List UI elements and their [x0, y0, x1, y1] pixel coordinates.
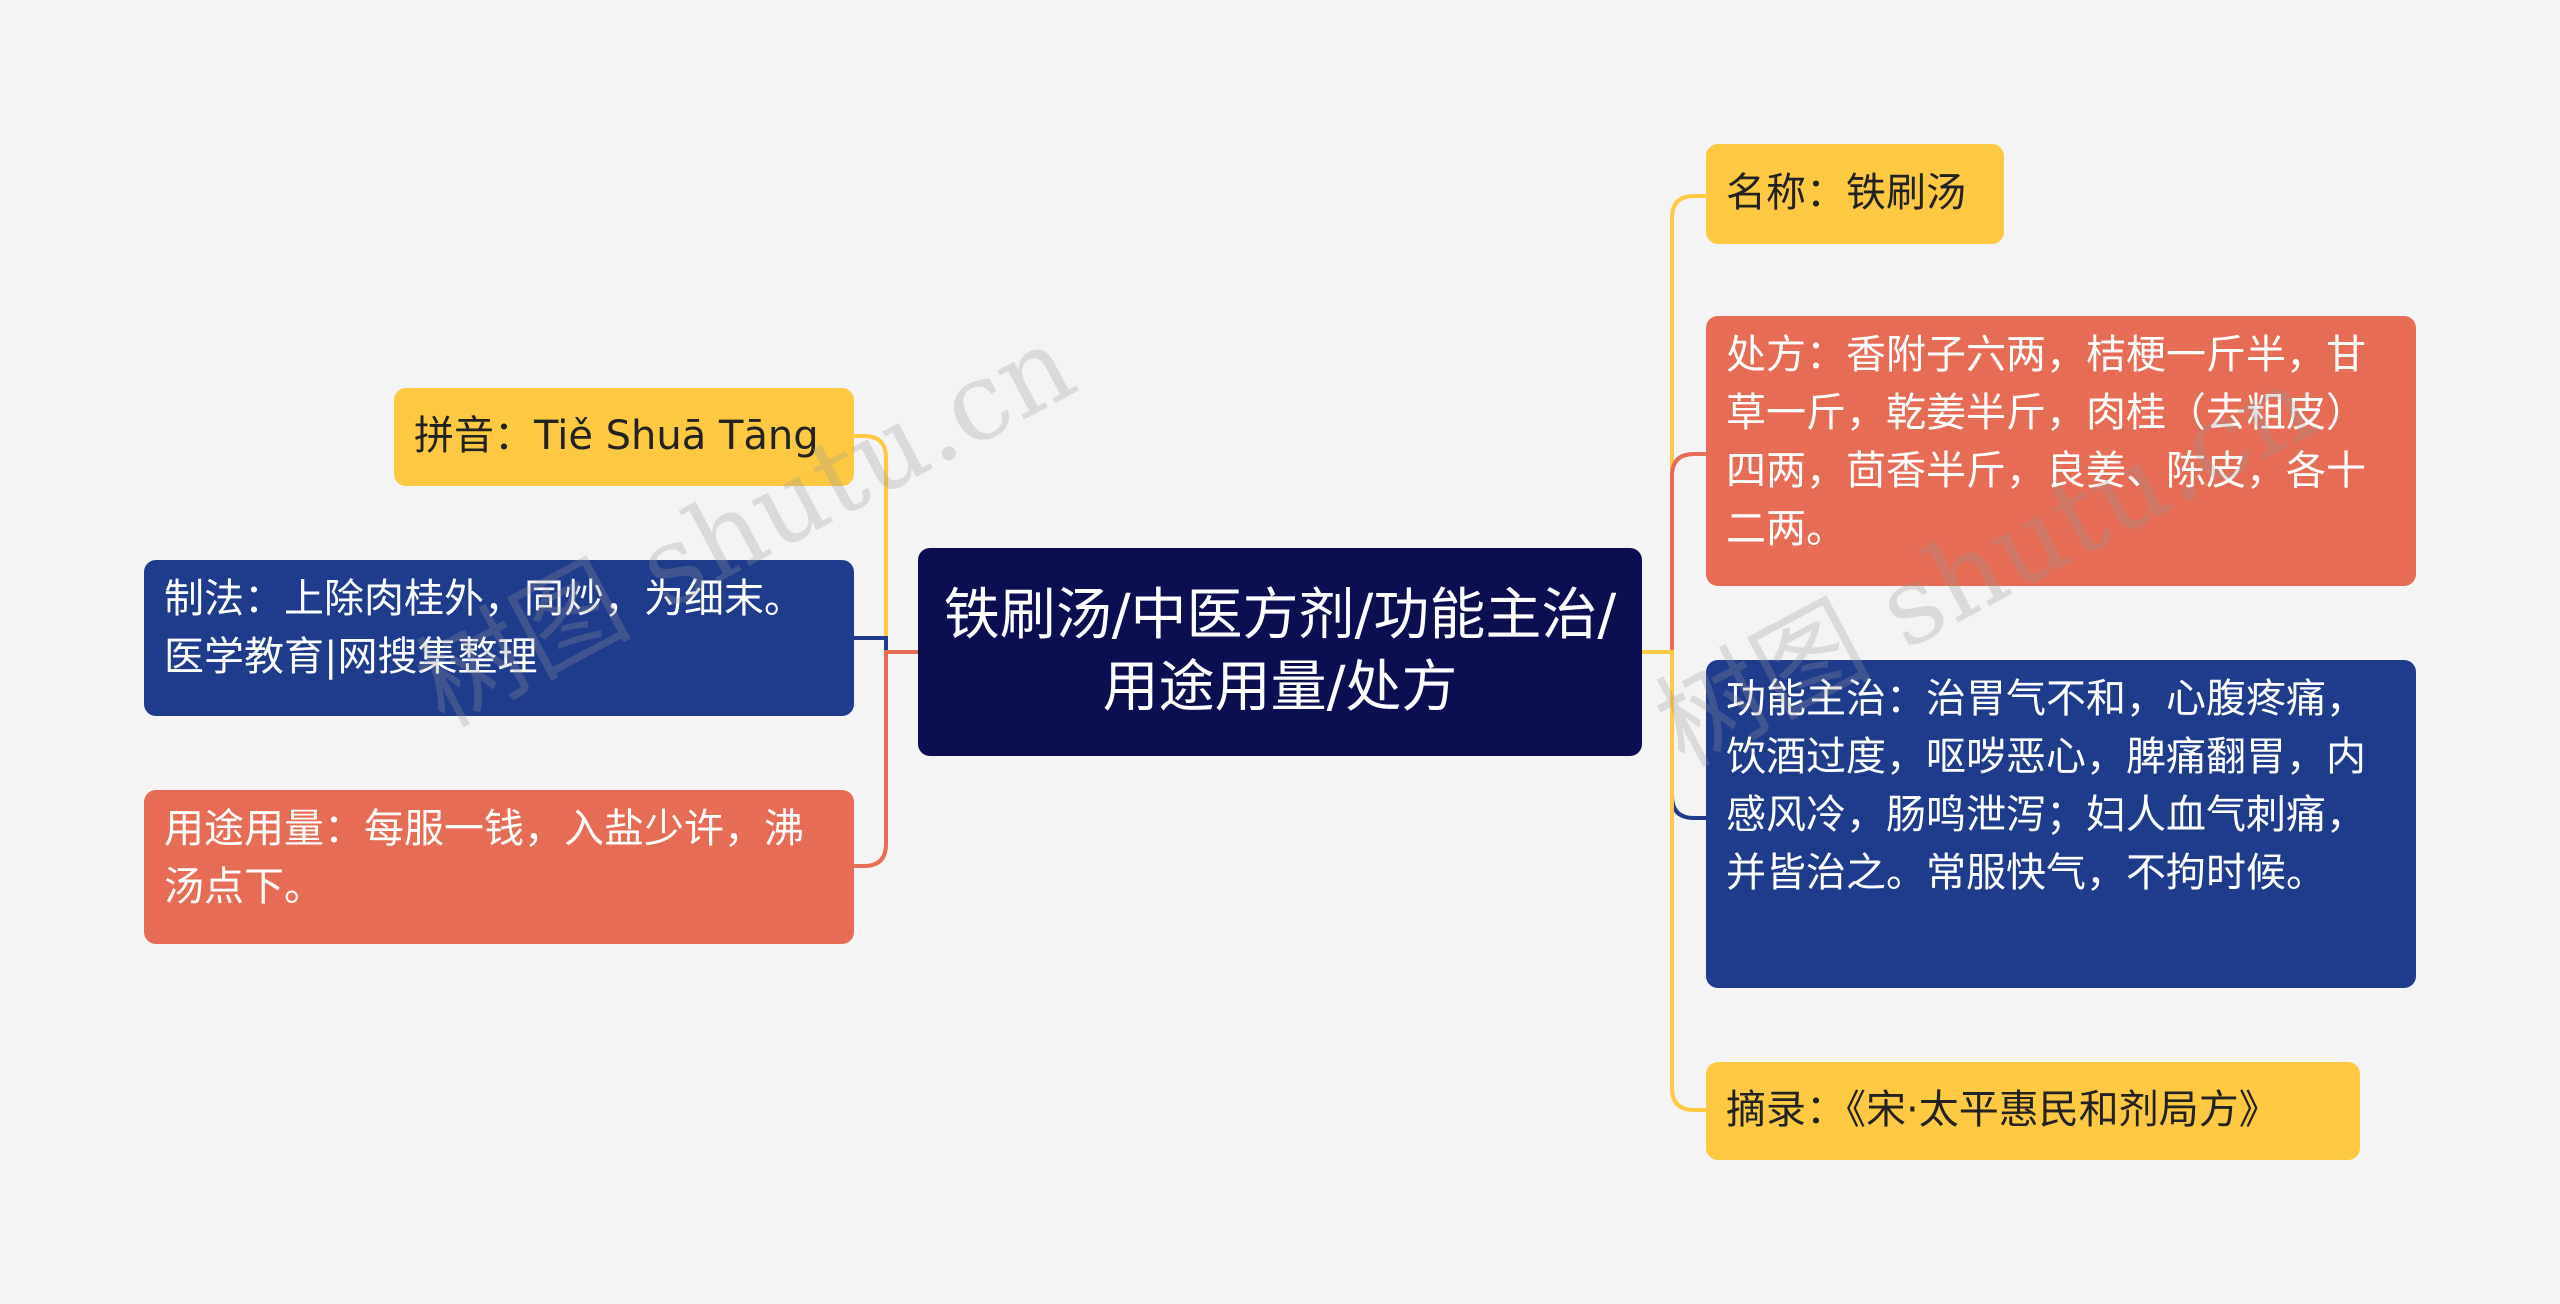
node-source[interactable]: 摘录：《宋·太平惠民和剂局方》 [1706, 1062, 2360, 1160]
center-topic-label: 铁刷汤/中医方剂/功能主治/用途用量/处方 [943, 583, 1617, 720]
connector-source [1642, 650, 1706, 1112]
node-source-label: 摘录：《宋·太平惠民和剂局方》 [1726, 1087, 2279, 1133]
node-pinyin-label: 拼音：Tiě Shuā Tāng [414, 413, 819, 459]
connector-method [854, 636, 918, 654]
connector-prescription [1642, 452, 1706, 654]
node-function-label: 功能主治：治胃气不和，心腹疼痛，饮酒过度，呕哕恶心，脾痛翻胃，内感风冷，肠鸣泄泻… [1726, 676, 2366, 896]
center-topic[interactable]: 铁刷汤/中医方剂/功能主治/用途用量/处方 [918, 548, 1642, 756]
node-pinyin[interactable]: 拼音：Tiě Shuā Tāng [394, 388, 854, 486]
connector-name [1642, 194, 1706, 654]
node-function[interactable]: 功能主治：治胃气不和，心腹疼痛，饮酒过度，呕哕恶心，脾痛翻胃，内感风冷，肠鸣泄泻… [1706, 660, 2416, 988]
node-name[interactable]: 名称：铁刷汤 [1706, 144, 2004, 244]
connector-usage [854, 650, 918, 868]
node-usage[interactable]: 用途用量：每服一钱，入盐少许，沸汤点下。 [144, 790, 854, 944]
node-method[interactable]: 制法：上除肉桂外，同炒，为细末。 医学教育|网搜集整理 [144, 560, 854, 716]
connector-pinyin [854, 434, 918, 654]
node-method-label: 制法：上除肉桂外，同炒，为细末。 医学教育|网搜集整理 [164, 576, 804, 680]
node-name-label: 名称：铁刷汤 [1726, 170, 1966, 216]
node-prescription[interactable]: 处方：香附子六两，桔梗一斤半，甘草一斤，乾姜半斤，肉桂（去粗皮）四两，茴香半斤，… [1706, 316, 2416, 586]
node-usage-label: 用途用量：每服一钱，入盐少许，沸汤点下。 [164, 806, 804, 910]
node-prescription-label: 处方：香附子六两，桔梗一斤半，甘草一斤，乾姜半斤，肉桂（去粗皮）四两，茴香半斤，… [1726, 332, 2366, 552]
